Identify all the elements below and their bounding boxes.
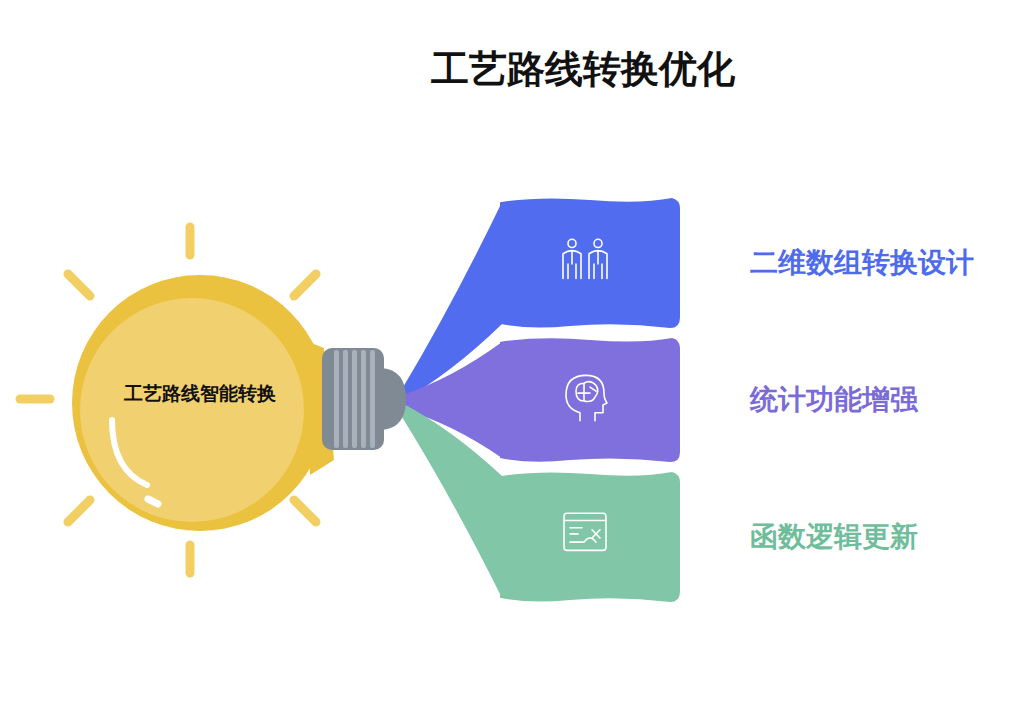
socket-tip bbox=[382, 368, 406, 430]
band-shape bbox=[500, 470, 680, 604]
socket-rib bbox=[361, 350, 366, 448]
diagram-title: 工艺路线转换优化 bbox=[0, 44, 1024, 95]
lightbulb: 工艺路线智能转换 bbox=[72, 270, 408, 532]
band-label: 函数逻辑更新 bbox=[750, 518, 918, 556]
socket bbox=[322, 348, 384, 450]
head-profile bbox=[566, 375, 607, 420]
socket-rib bbox=[334, 350, 339, 448]
socket-rib bbox=[370, 350, 375, 448]
socket-rib bbox=[343, 350, 348, 448]
bulb-outer bbox=[72, 275, 328, 531]
bulb-highlight-dot bbox=[148, 499, 158, 504]
body bbox=[589, 251, 607, 279]
band-shape bbox=[500, 196, 680, 330]
band-fill bbox=[500, 198, 680, 328]
band-fill bbox=[500, 472, 680, 602]
window bbox=[564, 513, 606, 550]
idea-band: 二维数组转换设计 bbox=[500, 196, 1000, 330]
band-label: 二维数组转换设计 bbox=[750, 244, 974, 282]
band-fill bbox=[500, 338, 680, 462]
wedge-connector bbox=[402, 403, 502, 598]
bulb-label: 工艺路线智能转换 bbox=[124, 381, 276, 407]
people-icon bbox=[563, 239, 607, 278]
brain bbox=[576, 382, 598, 402]
brain-icon bbox=[566, 375, 607, 420]
idea-band: 统计功能增强 bbox=[500, 336, 1000, 464]
bulb-inner bbox=[80, 298, 304, 522]
screen-icon bbox=[564, 513, 606, 550]
head bbox=[594, 239, 602, 247]
idea-band: 函数逻辑更新 bbox=[500, 470, 1000, 604]
window-content bbox=[564, 521, 606, 543]
band-label: 统计功能增强 bbox=[750, 381, 918, 419]
bulb-highlight bbox=[112, 420, 147, 485]
socket-rib bbox=[352, 350, 357, 448]
body bbox=[563, 251, 581, 279]
head bbox=[568, 239, 576, 247]
band-shape bbox=[500, 336, 680, 464]
